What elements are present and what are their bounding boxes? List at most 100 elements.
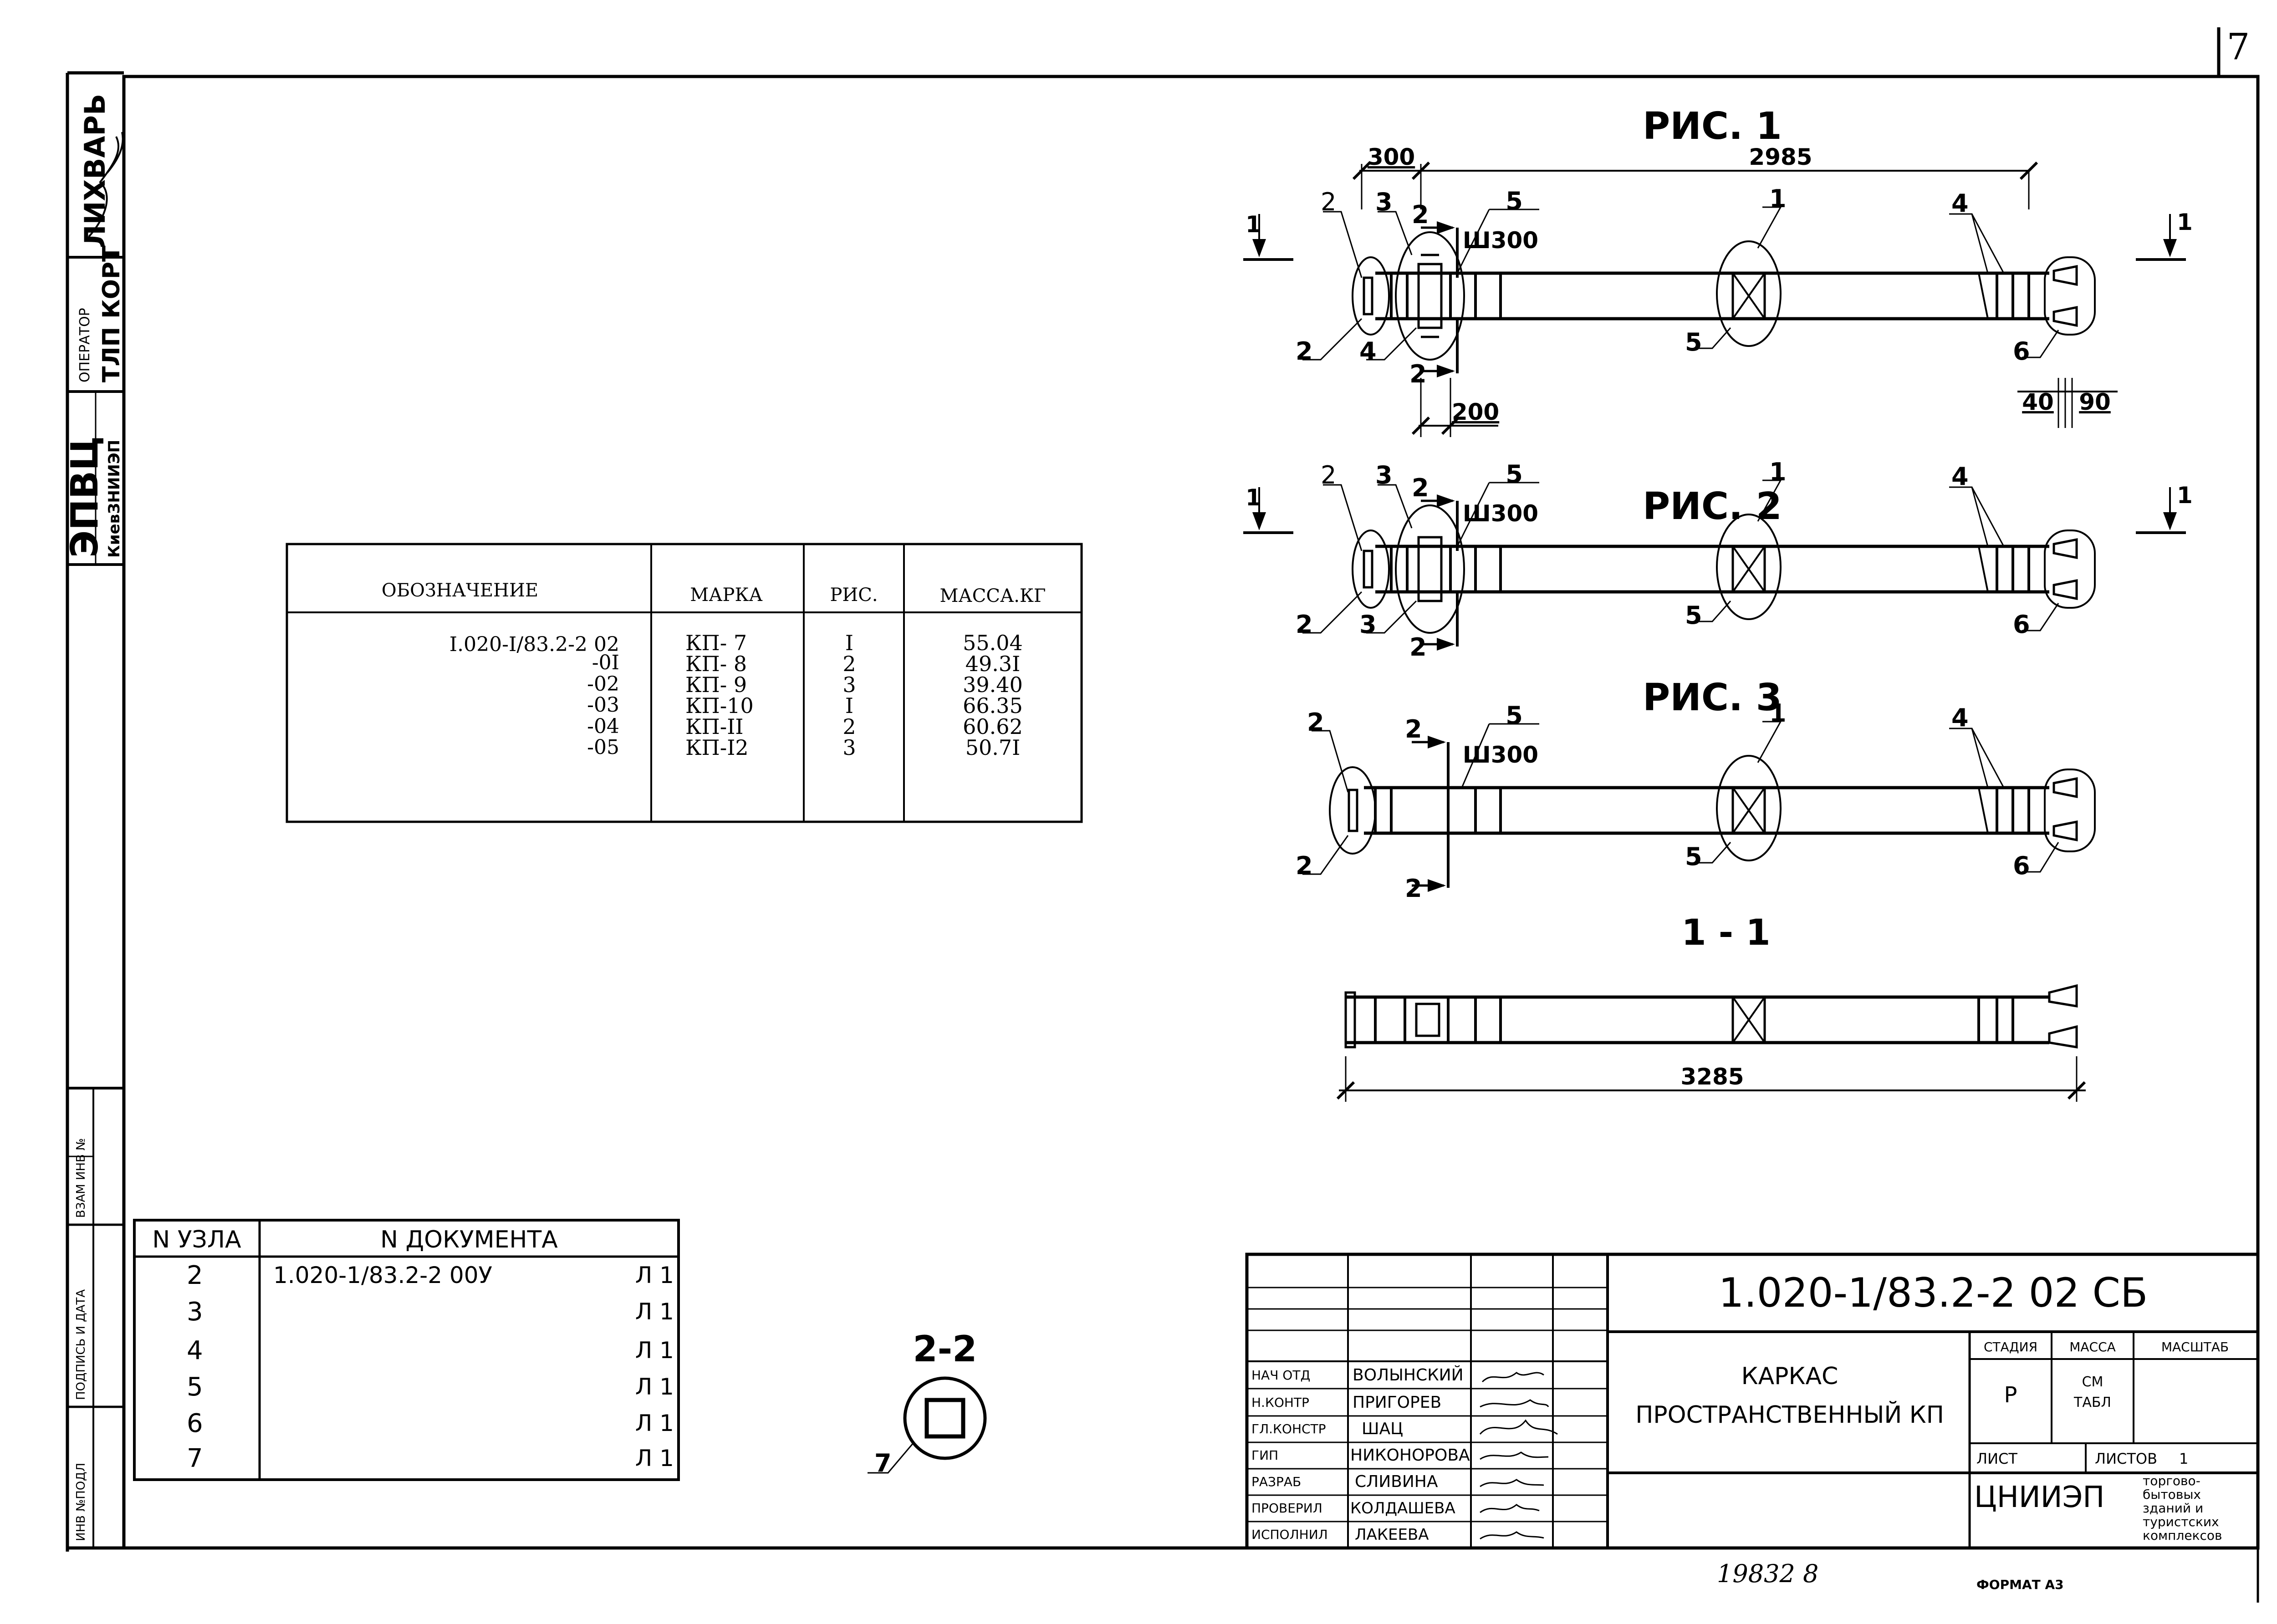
callout-5: 5: [1506, 187, 1523, 215]
role-label: ПРОВЕРИЛ: [1251, 1501, 1322, 1516]
marks-row-ris: 3: [842, 735, 856, 760]
side-stamp: ВЗАМ ИНВ № ПОДПИСЬ И ДАТА ИНВ №ПОДЛ: [66, 1087, 125, 1549]
nodes-row-doc: 1.020-1/83.2-2 00У: [273, 1262, 492, 1288]
fig2-drawing: [1243, 479, 2186, 651]
label-podpis-data: ПОДПИСЬ И ДАТА: [74, 1289, 88, 1400]
page-number: 7: [2227, 25, 2250, 68]
fig3-callout-2: 2: [1307, 708, 1324, 737]
role-label: НАЧ ОТД: [1251, 1368, 1310, 1383]
sheets-label: ЛИСТОВ: [2095, 1450, 2157, 1467]
marks-row-marka: КП-II: [685, 714, 744, 739]
stamp-signature: [88, 132, 124, 238]
title-org-desc: торгово- бытовых зданий и туристских ком…: [2143, 1473, 2222, 1543]
marks-row-massa: 49.3I: [965, 652, 1021, 676]
fig2-callout-4: 4: [1951, 462, 1969, 491]
role-name: ПРИГОРЕВ: [1353, 1393, 1441, 1412]
marks-row-ris: 3: [842, 672, 856, 697]
marks-row-marka: КП-I2: [685, 735, 749, 760]
callout-4-bottom: 4: [1359, 337, 1377, 366]
marks-row-oboz: -04: [587, 715, 619, 738]
role-label: ГИП: [1251, 1448, 1278, 1463]
marks-row-massa: 66.35: [963, 693, 1023, 718]
callout-1-left: 1: [1246, 211, 1261, 238]
callout-1-center: 1: [1769, 184, 1787, 213]
nodes-row-sheet: Л 1: [635, 1298, 674, 1325]
marks-table-rows: I.020-I/83.2-2 02 -0I -02 -03 -04 -05 КП…: [449, 631, 1023, 760]
fig3-callout-6: 6: [2013, 851, 2030, 880]
role-name: КОЛДАШЕВА: [1350, 1499, 1455, 1517]
stage-label: СТАДИЯ: [1984, 1339, 2037, 1354]
callout-6: 6: [2013, 337, 2030, 366]
fig3-callout-1-center: 1: [1769, 699, 1787, 728]
role-label: Н.КОНТР: [1251, 1395, 1309, 1410]
fig2-callout-1-center: 1: [1769, 458, 1787, 486]
nodes-header-doc: N ДОКУМЕНТА: [380, 1226, 558, 1253]
label-vzam-inv: ВЗАМ ИНВ №: [74, 1138, 88, 1218]
fig3-title: РИС. 3: [1643, 676, 1782, 719]
sheets-value: 1: [2179, 1450, 2188, 1467]
fig3-callout-2-cut-bottom: 2: [1405, 874, 1422, 903]
scale-label: МАСШТАБ: [2161, 1339, 2229, 1354]
fig1-title: РИС. 1: [1643, 105, 1782, 148]
fig2-callout-5-bottom: 5: [1685, 601, 1702, 630]
section-2-2-title: 2-2: [913, 1329, 977, 1370]
marks-row-ris: I: [845, 693, 853, 718]
marks-row-massa: 55.04: [963, 631, 1023, 655]
fig2-callout-1-left: 1: [1246, 484, 1261, 511]
org-desc-line: бытовых: [2143, 1487, 2201, 1502]
role-name: ВОЛЫНСКИЙ: [1353, 1365, 1464, 1385]
archive-number: 19832 8: [1717, 1559, 1818, 1588]
stamp-org-sub: КиевЗНИИЭП: [105, 440, 123, 558]
callout-4: 4: [1951, 189, 1969, 218]
title-roles: НАЧ ОТД Н.КОНТР ГЛ.КОНСТР ГИП РАЗРАБ ПРО…: [1251, 1365, 1470, 1544]
section-2-2-callout-7: 7: [874, 1449, 892, 1477]
dim-2985: 2985: [1749, 144, 1812, 170]
sheet-label: ЛИСТ: [1976, 1450, 2017, 1467]
marks-row-oboz: -05: [587, 736, 619, 759]
fig2-callout-2-bottom: 2: [1296, 610, 1313, 639]
org-desc-line: торгово-: [2143, 1473, 2200, 1488]
marks-row-ris: 2: [842, 652, 856, 676]
marks-header-massa: МАССА.КГ: [940, 585, 1046, 606]
nodes-row-sheet: Л 1: [635, 1445, 674, 1471]
fig3-callout-4: 4: [1951, 703, 1969, 732]
fig1-drawing: [1243, 163, 2186, 437]
section-1-1-drawing: [1338, 984, 2086, 1102]
dim-w300-fig2: Ш300: [1463, 500, 1538, 527]
fig2-callout-6: 6: [2013, 610, 2030, 639]
callout-5-bottom: 5: [1685, 328, 1702, 356]
nodes-table: [133, 1219, 680, 1481]
doc-name-line1: КАРКАС: [1741, 1363, 1838, 1390]
nodes-row-sheet: Л 1: [635, 1262, 674, 1288]
marks-header-oboz: ОБОЗНАЧЕНИЕ: [382, 580, 538, 601]
fig2-callout-2: 2: [1321, 461, 1336, 489]
fig3-callout-5-bottom: 5: [1685, 842, 1702, 871]
fig2-callout-5: 5: [1506, 460, 1523, 489]
role-name: НИКОНОРОВА: [1350, 1446, 1470, 1465]
dim-3285: 3285: [1680, 1064, 1744, 1090]
dim-40: 40: [2022, 389, 2054, 415]
marks-row-marka: КП- 8: [685, 652, 747, 676]
nodes-row-node: 7: [187, 1444, 203, 1473]
marks-header-marka: МАРКА: [690, 585, 762, 606]
marks-row-ris: 2: [842, 714, 856, 739]
mass-value-1: СМ: [2082, 1374, 2103, 1390]
marks-row-massa: 50.7I: [965, 735, 1021, 760]
stamp-name: ЛИХВАРЬ: [78, 94, 112, 248]
fig2-callout-3: 3: [1375, 461, 1393, 489]
role-label: ИСПОЛНИЛ: [1251, 1527, 1328, 1542]
stage-value: Р: [2004, 1382, 2017, 1408]
stamp-operator-value: ТЛП КОРТ: [98, 245, 125, 382]
nodes-row-node: 2: [187, 1261, 203, 1290]
dim-300: 300: [1368, 144, 1415, 170]
fig3-callout-2-bottom: 2: [1296, 851, 1313, 880]
nodes-table-rows: 2 3 4 5 6 7 1.020-1/83.2-2 00У Л 1 Л 1 Л…: [187, 1261, 674, 1473]
callout-2: 2: [1321, 188, 1336, 216]
dim-w300-fig3: Ш300: [1463, 742, 1538, 768]
mass-label: МАССА: [2069, 1339, 2116, 1354]
fig3-callout-5: 5: [1506, 701, 1523, 730]
section-1-1-title: 1 - 1: [1681, 912, 1770, 953]
nodes-row-node: 3: [187, 1297, 203, 1327]
fig2-callout-3-bottom: 3: [1359, 610, 1377, 639]
callout-2-cut: 2: [1412, 200, 1429, 229]
